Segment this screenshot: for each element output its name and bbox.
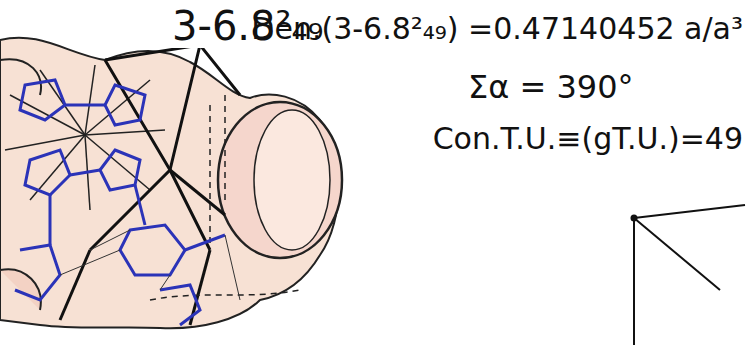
formula-label: Den.(3-6.8²₄₉) =0.47140452 a/a³ (251, 12, 743, 45)
formula-label: Con.T.U.≡(gT.U.)=49 (433, 122, 743, 155)
formula-label: Σα = 390° (468, 70, 634, 105)
